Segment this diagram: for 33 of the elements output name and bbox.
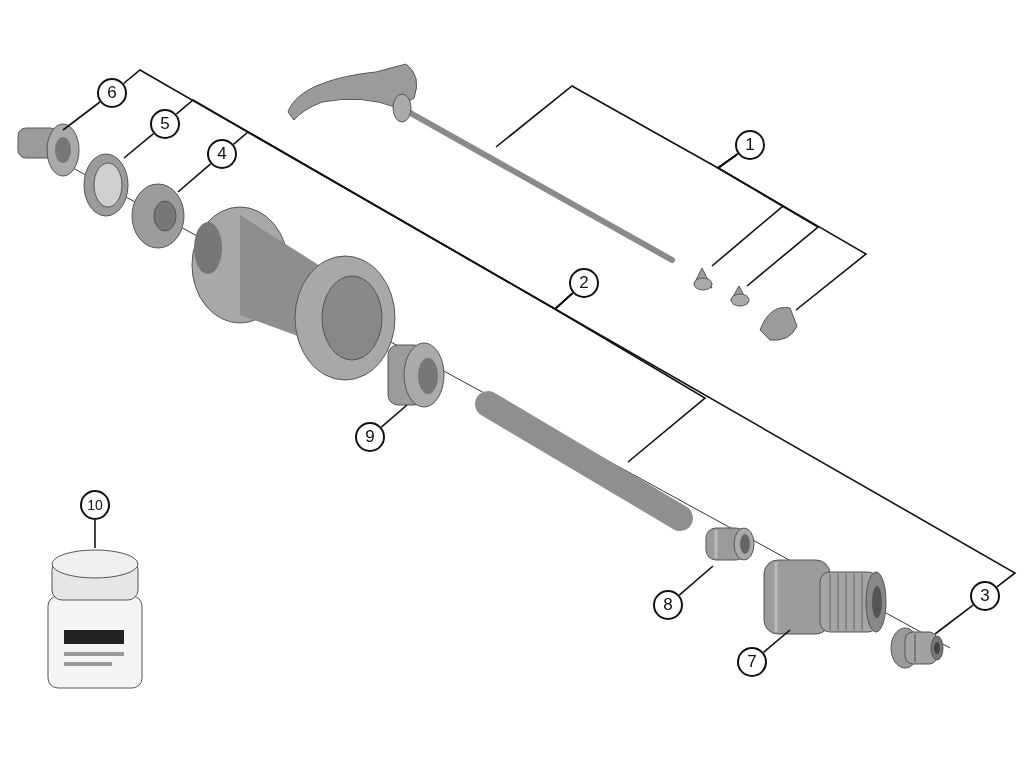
axle-drawing	[475, 391, 693, 531]
leader-line	[553, 292, 1017, 588]
callout-number: 9	[355, 422, 385, 452]
ring-drawing	[131, 183, 185, 249]
leader-line	[716, 153, 868, 311]
nut-drawing	[759, 307, 798, 341]
lock-ring-drawing	[387, 342, 445, 408]
lever-skewer-drawing	[287, 63, 675, 263]
end-cap-drawing	[890, 627, 944, 669]
grease-jar-drawing	[47, 549, 143, 689]
callout-number: 3	[970, 581, 1000, 611]
callout-number: 8	[653, 590, 683, 620]
end-cap-drawing	[17, 123, 80, 177]
leader-line	[934, 604, 974, 635]
freehub-body-drawing	[763, 559, 887, 635]
leader-line	[94, 519, 96, 549]
leader-line	[678, 565, 714, 596]
leader-line	[62, 101, 101, 131]
callout-number: 7	[737, 647, 767, 677]
leader-line	[123, 132, 155, 159]
callout-number: 6	[97, 78, 127, 108]
spring-drawing	[693, 267, 713, 291]
leader-line	[177, 163, 212, 193]
callout-number: 5	[150, 109, 180, 139]
leader-line	[380, 404, 408, 428]
callout-number: 1	[735, 130, 765, 160]
leader-line	[762, 629, 791, 654]
callout-number: 10	[80, 490, 110, 520]
callout-number: 4	[207, 139, 237, 169]
washer-drawing	[83, 153, 129, 217]
callout-number: 2	[569, 268, 599, 298]
spacer-drawing	[705, 527, 755, 561]
spring-drawing	[730, 285, 750, 307]
